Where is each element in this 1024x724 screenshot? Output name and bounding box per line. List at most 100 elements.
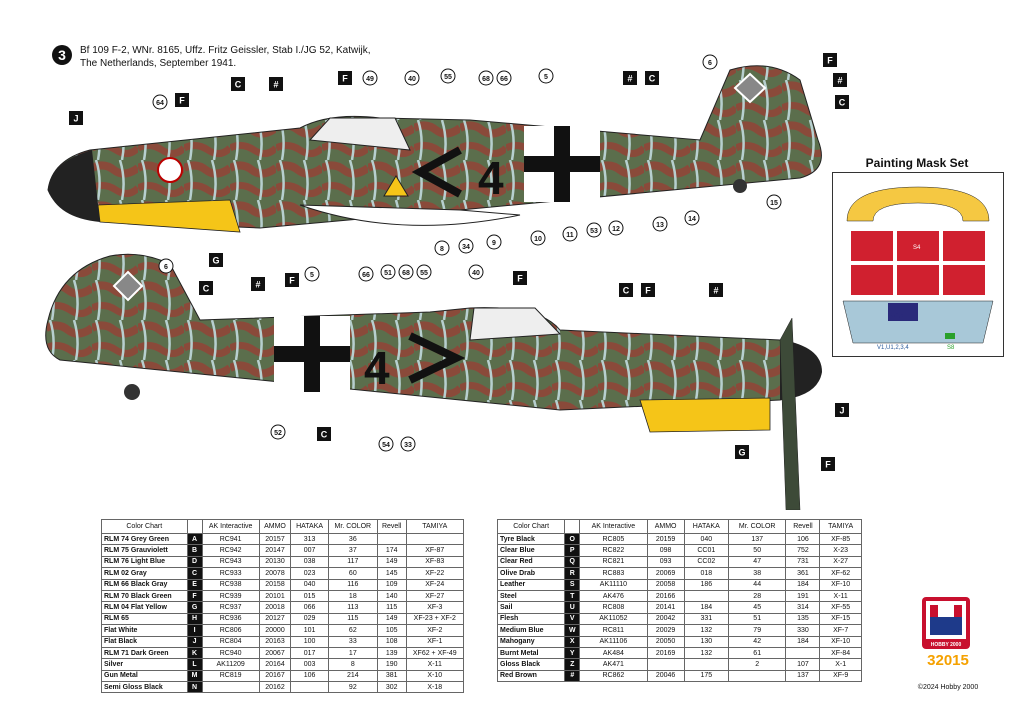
paint-code-cell: 51 — [727, 612, 787, 626]
color-code-cell: H — [186, 612, 203, 626]
paint-code-cell: 184 — [785, 635, 821, 648]
mask-label-u34: U3,4 — [891, 313, 904, 319]
paint-code-cell: 20141 — [646, 601, 685, 614]
logo-text: HOBBY 2000 — [931, 642, 962, 648]
paint-code-cell: X-18 — [405, 681, 465, 694]
paint-code-cell: RC811 — [579, 624, 648, 637]
caption-line-2: The Netherlands, September 1941. — [80, 58, 237, 69]
svg-text:C: C — [203, 284, 210, 294]
paint-code-cell: 20169 — [646, 646, 685, 660]
paint-code-cell: RC936 — [201, 612, 260, 626]
paint-code-cell: X-11 — [819, 589, 862, 603]
color-code-cell: P — [564, 544, 581, 557]
svg-text:68: 68 — [482, 76, 490, 83]
color-name-cell: RLM 70 Black Green — [101, 589, 188, 603]
paint-code-cell: XF-87 — [405, 544, 465, 557]
callout-number: 15 — [766, 194, 782, 210]
paint-code-cell: 60 — [327, 567, 378, 580]
paint-code-cell: 20157 — [258, 532, 292, 546]
svg-text:C: C — [839, 98, 846, 108]
color-name-cell: Clear Blue — [496, 544, 566, 557]
paint-code-cell: AK471 — [579, 658, 648, 671]
header — [186, 519, 203, 534]
paint-code-cell: XF-9 — [819, 669, 862, 683]
paint-code-cell: 140 — [376, 589, 407, 603]
header: Mr. COLOR — [727, 519, 787, 534]
paint-code-cell: 314 — [785, 601, 821, 614]
svg-text:55: 55 — [444, 74, 452, 81]
svg-text:F: F — [342, 74, 348, 84]
callout-letter: J — [69, 111, 83, 125]
bottom-tail-wheel — [124, 384, 140, 400]
paint-code-cell: 214 — [327, 669, 378, 683]
svg-text:5: 5 — [310, 272, 314, 279]
callout-number: 14 — [684, 210, 700, 226]
paint-code-cell: 191 — [785, 589, 821, 603]
paint-code-cell — [646, 658, 685, 671]
color-code-cell: Y — [564, 646, 581, 660]
paint-code-cell: 149 — [376, 555, 407, 569]
callout-letter: C — [317, 427, 331, 441]
paint-code-cell: 20101 — [258, 589, 292, 603]
top-yellow-triangle — [383, 175, 409, 197]
paint-code-cell: XF-62 — [819, 567, 862, 580]
svg-text:64: 64 — [156, 100, 164, 107]
color-chart-left: Color Chart AK Interactive AMMO HATAKA M… — [101, 519, 465, 694]
top-tail-fin-emblem — [733, 72, 767, 104]
color-code-cell: I — [186, 624, 203, 637]
color-code-cell: G — [186, 601, 203, 614]
paint-code-cell: CC02 — [683, 555, 729, 569]
top-unit-emblem — [157, 157, 183, 183]
paint-code-cell: 92 — [327, 681, 378, 694]
paint-code-cell: 37 — [327, 544, 378, 557]
callout-letter: J — [835, 403, 849, 417]
paint-code-cell: 003 — [290, 658, 329, 671]
svg-text:51: 51 — [384, 270, 392, 277]
top-chevron — [411, 146, 462, 198]
paint-code-cell: 20163 — [258, 635, 292, 648]
header: HATAKA — [290, 519, 329, 534]
callout-number: 68 — [478, 70, 494, 86]
paint-code-cell: AK476 — [579, 589, 648, 603]
color-name-cell: Mahogany — [496, 635, 566, 648]
svg-text:F: F — [825, 460, 831, 470]
color-code-cell: F — [186, 589, 203, 603]
paint-code-cell: RC819 — [201, 669, 260, 683]
mask-label-v1: V1,U1,2,3,4 — [877, 345, 909, 351]
paint-code-cell: 130 — [683, 635, 729, 648]
header: Revell — [785, 519, 821, 534]
paint-code-cell: RC804 — [201, 635, 260, 648]
paint-code-cell: 20127 — [258, 612, 292, 626]
paint-code-cell: 61 — [727, 646, 787, 660]
callout-number: 5 — [538, 68, 554, 84]
color-name-cell: Burnt Metal — [496, 646, 566, 660]
paint-code-cell: RC937 — [201, 601, 260, 614]
paint-code-cell: XF-55 — [819, 601, 862, 614]
callout-number: 33 — [400, 436, 416, 452]
callout-number: 5 — [304, 266, 320, 282]
paint-code-cell: 361 — [785, 567, 821, 580]
paint-code-cell: 20166 — [646, 589, 685, 603]
svg-text:13: 13 — [656, 222, 664, 229]
callout-number: 64 — [152, 94, 168, 110]
header: AK Interactive — [201, 519, 260, 534]
svg-text:9: 9 — [492, 240, 496, 247]
svg-text:10: 10 — [534, 236, 542, 243]
paint-code-cell: 50 — [727, 544, 787, 557]
svg-text:11: 11 — [566, 232, 574, 239]
callout-letter: C — [231, 77, 245, 91]
paint-code-cell: 109 — [376, 578, 407, 591]
svg-text:F: F — [289, 276, 295, 286]
mask-label-s8: S8 — [947, 345, 955, 351]
paint-code-cell: 113 — [327, 601, 378, 614]
callout-letter: F — [338, 71, 352, 85]
svg-text:F: F — [827, 56, 833, 66]
callout-number: 34 — [458, 238, 474, 254]
